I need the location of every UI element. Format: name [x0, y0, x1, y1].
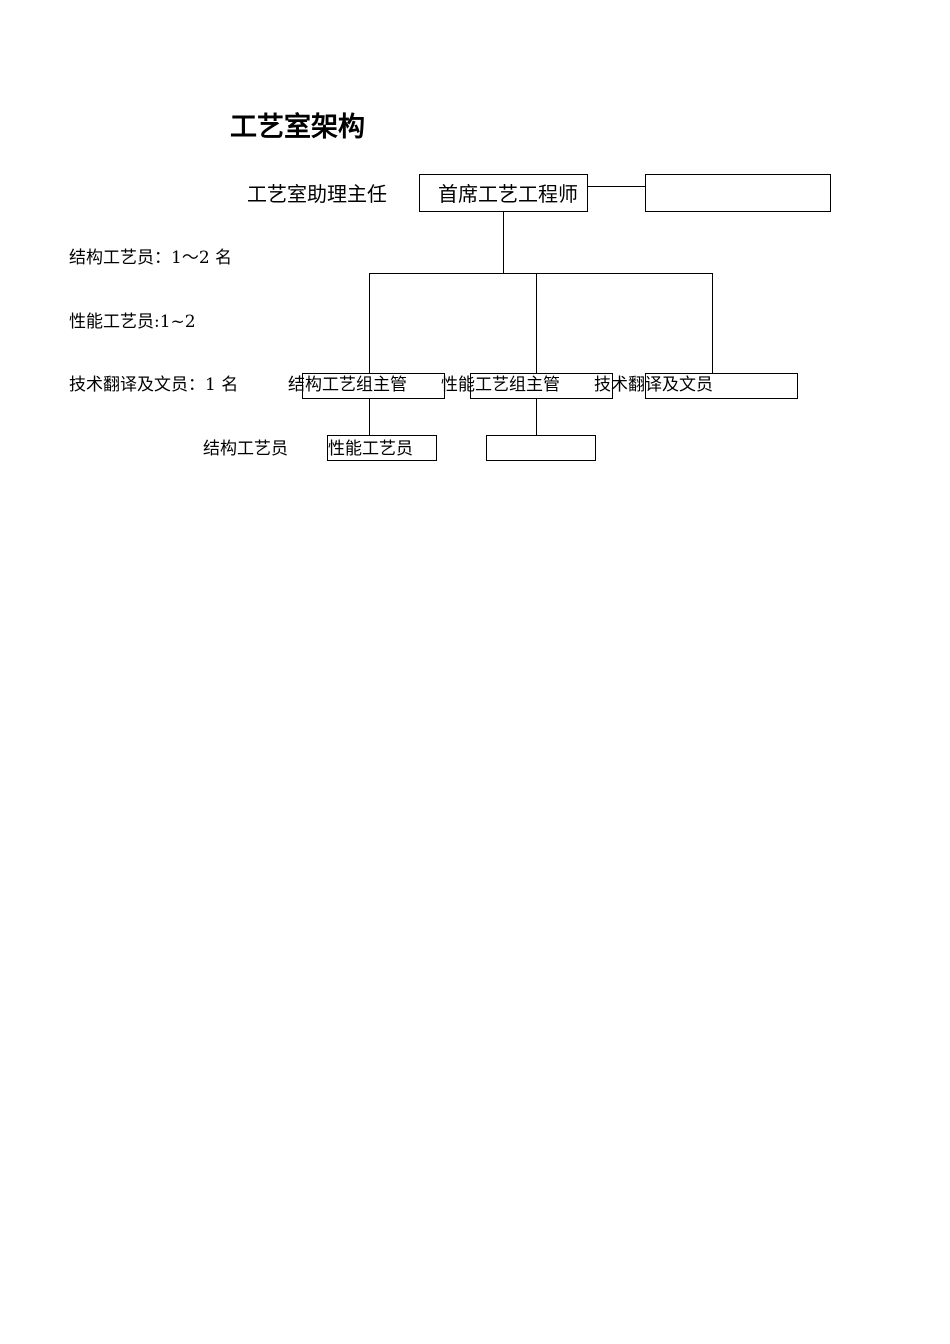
staffing-note-structural: 结构工艺员：1～2 名 [69, 248, 233, 268]
translation-label: 技术翻译及文员 [594, 375, 713, 395]
structural-supervisor-label: 结构工艺组主管 [288, 375, 407, 395]
empty-box-top-right [645, 174, 831, 212]
staffing-note-performance: 性能工艺员:1~2 [69, 312, 196, 332]
connector-to-performance-supervisor [536, 273, 537, 373]
chief-engineer-box [419, 174, 588, 212]
structural-supervisor-box [302, 373, 445, 399]
connector-horizontal-bus [369, 273, 713, 274]
performance-supervisor-box [470, 373, 613, 399]
connector-chief-down [503, 212, 504, 274]
empty-staff-box [486, 435, 596, 461]
chief-engineer-label: 首席工艺工程师 [438, 182, 578, 206]
connector-to-structural-supervisor [369, 273, 370, 373]
page-title: 工艺室架构 [230, 112, 365, 143]
structural-staff-label: 结构工艺员 [203, 439, 288, 459]
connector-to-empty-staff [536, 399, 537, 436]
staffing-note-translation: 技术翻译及文员：1 名 [69, 375, 239, 395]
assistant-director-label: 工艺室助理主任 [247, 182, 387, 206]
performance-staff-label: 性能工艺员 [328, 439, 413, 459]
performance-staff-box [327, 435, 437, 461]
translation-box [645, 373, 798, 399]
connector-chief-to-right [588, 186, 645, 187]
connector-to-translation [712, 273, 713, 373]
connector-to-performance-staff [369, 399, 370, 436]
performance-supervisor-label: 性能工艺组主管 [441, 375, 560, 395]
